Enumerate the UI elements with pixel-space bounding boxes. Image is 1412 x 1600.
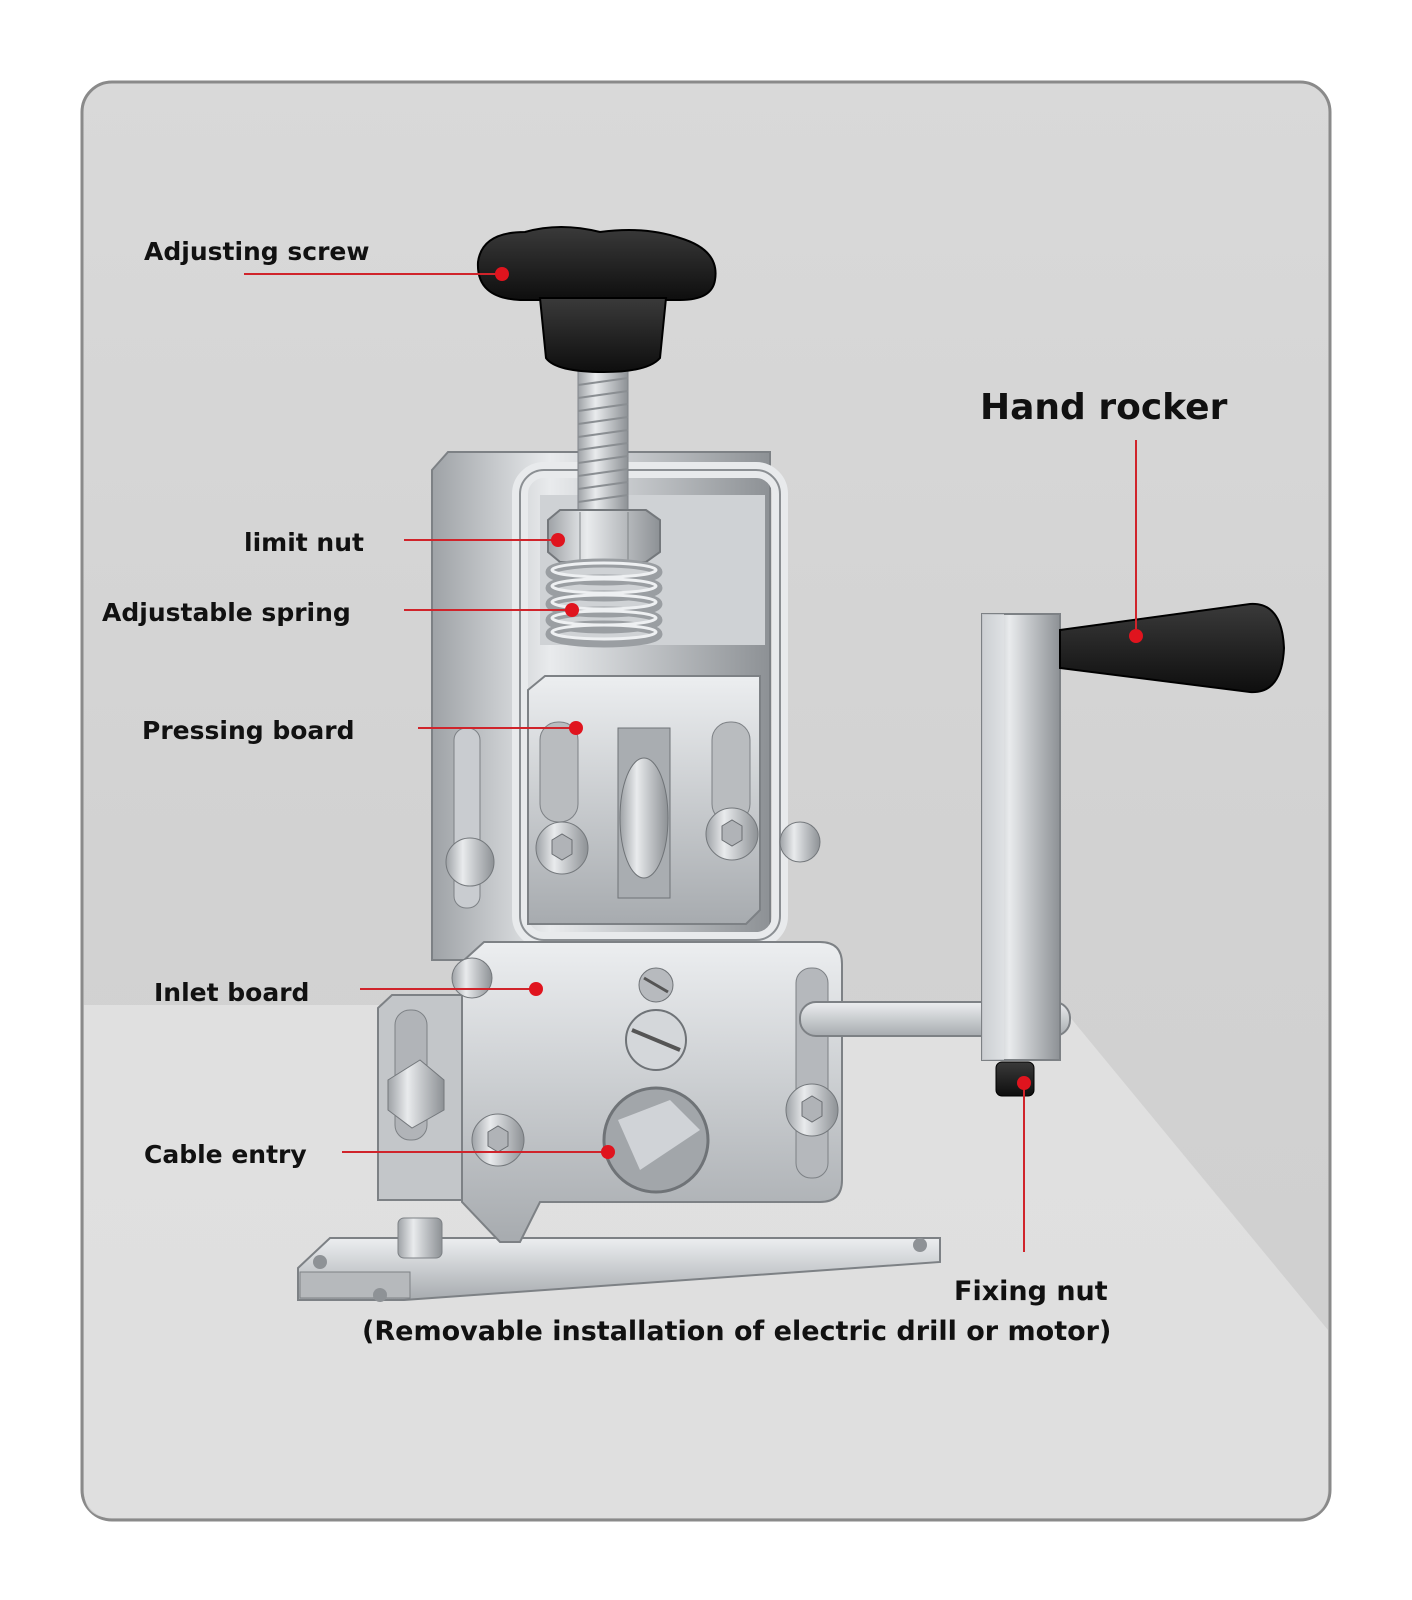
crank-assembly	[799, 602, 1286, 1097]
label-pressing-board: Pressing board	[142, 716, 355, 745]
adjusting-knob	[476, 226, 717, 374]
label-adjusting-screw: Adjusting screw	[144, 237, 370, 266]
label-limit-nut: limit nut	[244, 528, 364, 557]
label-hand-rocker: Hand rocker	[980, 387, 1228, 428]
limit-nut	[547, 509, 661, 563]
pressing-board	[527, 675, 761, 925]
label-fixing-nut-note: (Removable installation of electric dril…	[362, 1316, 1112, 1347]
label-cable-entry: Cable entry	[144, 1140, 307, 1169]
label-inlet-board: Inlet board	[154, 978, 310, 1007]
label-fixing-nut: Fixing nut	[954, 1276, 1108, 1307]
label-adjustable-spring: Adjustable spring	[102, 598, 351, 627]
marker-dots	[495, 267, 1143, 1159]
side-bracket	[445, 727, 821, 909]
leader-lines	[244, 273, 1137, 1252]
base-plate	[297, 1217, 941, 1302]
threaded-rod	[577, 369, 629, 531]
